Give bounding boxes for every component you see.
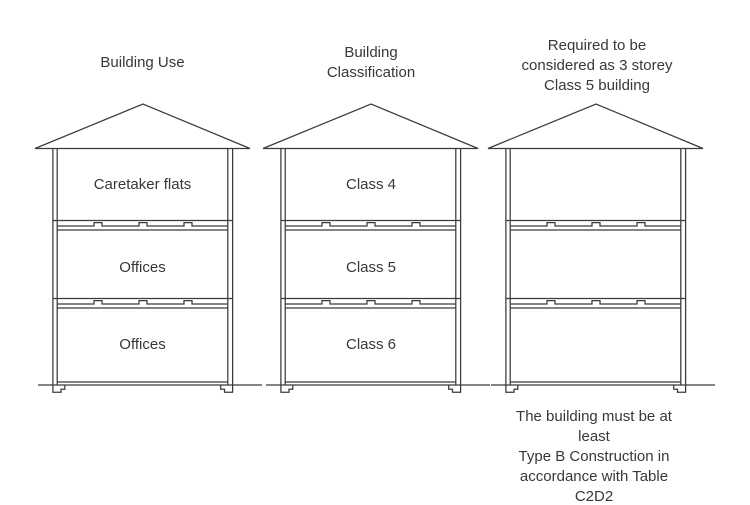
building-2-title: Building Classification <box>326 44 416 81</box>
building-1-floor-1-label: Caretaker flats <box>93 175 192 193</box>
building-2-floor-1-label: Class 4 <box>345 175 397 193</box>
building-2-floor-3-label: Class 6 <box>345 336 397 353</box>
building-1-title: Building Use <box>100 53 185 71</box>
construction-note: The building must be at least Type B Con… <box>516 408 672 505</box>
building-2-floor-2-label: Class 5 <box>345 259 397 276</box>
building-3-drawing <box>487 103 716 393</box>
building-1-floor-2-label: Offices <box>119 259 166 276</box>
building-1-floor-3-label: Offices <box>119 336 166 353</box>
building-3-title: Required to be considered as 3 storey Cl… <box>521 37 673 94</box>
